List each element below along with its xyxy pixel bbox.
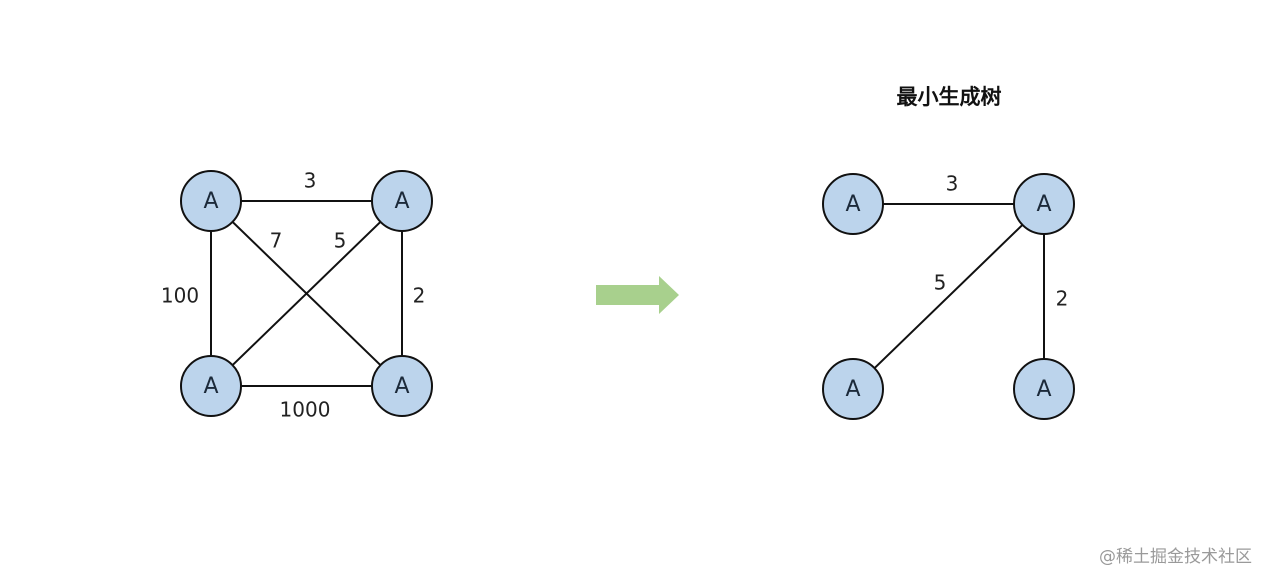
graph-node-bl	[180, 355, 242, 417]
tree-node-tl	[822, 173, 884, 235]
graph-node-tr	[371, 170, 433, 232]
tree-node-label: A	[1036, 192, 1051, 217]
tree-node-tr	[1013, 173, 1075, 235]
tree-node-br	[1013, 358, 1075, 420]
tree-node-label: A	[845, 192, 860, 217]
tree-edge-weight-label: 5	[934, 271, 947, 295]
graph-node-br	[371, 355, 433, 417]
graph-edge-weight-label: 2	[413, 284, 426, 308]
diagram-title: 最小生成树	[897, 85, 1002, 109]
graph-node-label: A	[203, 189, 218, 214]
graph-node-label: A	[394, 189, 409, 214]
original-graph: 3 7 5 100 2 1000 A A A A	[161, 169, 433, 422]
graph-edge-weight-label: 3	[304, 169, 317, 193]
tree-node-label: A	[1036, 377, 1051, 402]
graph-edge-tr-bl	[210, 200, 403, 387]
graph-node-label: A	[203, 374, 218, 399]
tree-node-label: A	[845, 377, 860, 402]
graph-node-label: A	[394, 374, 409, 399]
watermark-text: @稀土掘金技术社区	[1099, 547, 1252, 567]
tree-node-bl	[822, 358, 884, 420]
tree-edge-weight-label: 3	[946, 172, 959, 196]
graph-edge-weight-label: 5	[334, 229, 347, 253]
graph-edge-weight-label: 100	[161, 284, 199, 308]
graph-edge-weight-label: 1000	[280, 398, 331, 422]
graph-node-tl	[180, 170, 242, 232]
tree-edge-tr-bl	[852, 203, 1045, 390]
graph-edge-weight-label: 7	[270, 229, 283, 253]
tree-edge-weight-label: 2	[1056, 287, 1069, 311]
transform-arrow	[596, 276, 679, 314]
